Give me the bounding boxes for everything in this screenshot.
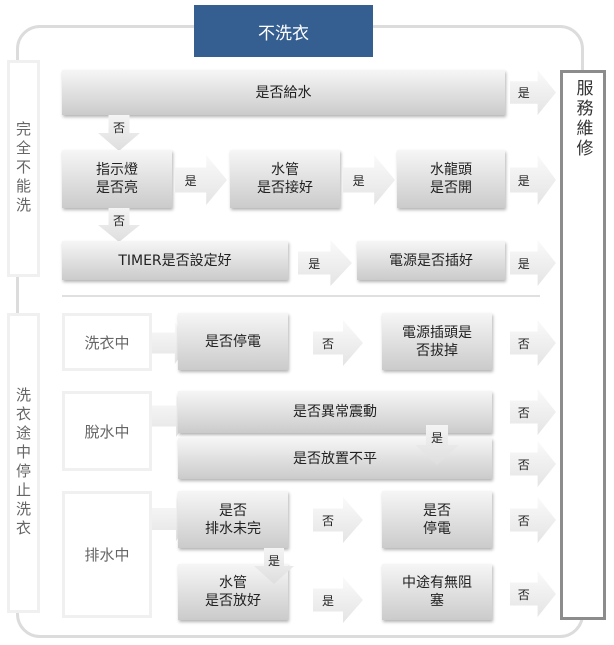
arrow-label: 是: [308, 256, 321, 271]
arrow-label: 否: [112, 214, 125, 228]
arrow-down-yes: 是: [254, 548, 294, 584]
step-faucet: 水龍頭 是否開: [397, 150, 505, 208]
arrow-label: 否: [112, 121, 125, 135]
arrow-yes: 是: [313, 577, 363, 623]
arrow-label: 是: [352, 173, 365, 188]
arrow-down-yes: 是: [415, 425, 459, 465]
step-indicator: 指示燈 是否亮: [62, 150, 172, 208]
section-label-cannot-wash: 完全不能洗: [7, 60, 40, 277]
arrow-down-no: 否: [98, 208, 140, 242]
arrow-no: 否: [510, 497, 556, 543]
arrow-no: 否: [510, 441, 556, 487]
stage-draining: 排水中: [62, 491, 152, 618]
arrow-yes: 是: [175, 155, 227, 205]
arrow-label: 否: [517, 405, 530, 420]
arrow-yes: 是: [510, 155, 556, 205]
step-blockage: 中途有無阻 塞: [382, 564, 492, 620]
arrow-no: 否: [313, 320, 363, 366]
step-draining-unfinished: 是否 排水未完: [178, 491, 288, 548]
arrow-label: 是: [430, 431, 443, 445]
step-timer: TIMER是否設定好: [62, 241, 288, 280]
divider: [62, 295, 540, 297]
arrow-no: 否: [510, 320, 556, 366]
arrow-label: 是: [267, 554, 280, 568]
arrow-label: 是: [321, 593, 334, 608]
step-plug-removed: 電源插頭是 否拔掉: [382, 313, 492, 370]
arrow-label: 否: [321, 513, 334, 528]
arrow-no: 否: [313, 497, 363, 543]
arrow-no: 否: [510, 571, 556, 617]
stage-washing: 洗衣中: [62, 313, 152, 371]
arrow-label: 是: [184, 173, 197, 188]
arrow-label: 否: [517, 513, 530, 528]
arrow-label: 否: [517, 587, 530, 602]
arrow-label: 是: [517, 86, 530, 100]
step-abnormal-vibration: 是否異常震動: [178, 391, 492, 433]
arrow-yes: 是: [343, 155, 395, 205]
arrow-yes: 是: [510, 70, 556, 115]
step-power: 電源是否插好: [357, 241, 505, 280]
section-label-stopped-midway: 洗衣途中停止洗衣: [7, 313, 40, 613]
step-water-supply: 是否給水: [62, 70, 505, 115]
arrow-yes: 是: [298, 240, 352, 286]
arrow-down-no: 否: [98, 115, 140, 151]
arrow-yes: 是: [510, 240, 556, 286]
arrow-no: 否: [510, 389, 556, 435]
step-hose: 水管 是否接好: [230, 150, 340, 208]
arrow-label: 是: [517, 173, 530, 188]
diagram-title: 不洗衣: [194, 5, 373, 57]
arrow-label: 否: [517, 336, 530, 351]
arrow-label: 否: [321, 336, 334, 351]
arrow-label: 否: [517, 457, 530, 472]
arrow-label: 是: [517, 256, 530, 271]
step-power-outage: 是否停電: [178, 313, 288, 370]
stage-spinning: 脫水中: [62, 391, 152, 471]
step-power-outage-2: 是否 停電: [382, 491, 492, 548]
result-service-repair: 服務維修: [560, 70, 606, 620]
